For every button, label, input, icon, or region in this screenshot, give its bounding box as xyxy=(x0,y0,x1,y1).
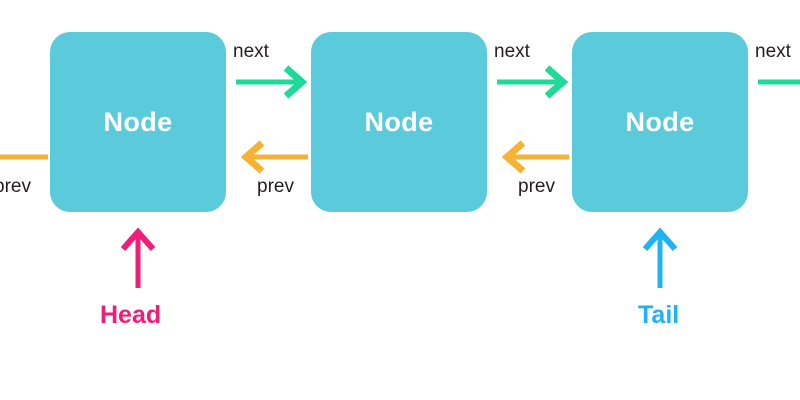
prev-arrow-head-2 xyxy=(501,140,526,174)
prev-edge-label: prev xyxy=(0,176,31,197)
list-node-middle[interactable]: Node xyxy=(311,32,487,212)
prev-edge-label: prev xyxy=(257,176,294,197)
next-edge-label: next xyxy=(494,41,530,62)
head-pointer-label: Head xyxy=(100,301,162,329)
tail-pointer-head-icon xyxy=(642,227,678,251)
tail-pointer-label: Tail xyxy=(638,301,680,329)
list-node-tail[interactable]: Node xyxy=(572,32,748,212)
next-arrow-head-2 xyxy=(544,65,569,99)
node-label: Node xyxy=(625,106,695,137)
next-edge-label: next xyxy=(755,41,791,62)
head-pointer-head-icon xyxy=(120,227,156,251)
node-label: Node xyxy=(364,106,434,137)
list-node-head[interactable]: Node xyxy=(50,32,226,212)
next-arrow-head-1 xyxy=(283,65,308,99)
node-label: Node xyxy=(103,106,173,137)
prev-arrow-head-1 xyxy=(240,140,265,174)
prev-edge-label: prev xyxy=(518,176,555,197)
next-edge-label: next xyxy=(233,41,269,62)
